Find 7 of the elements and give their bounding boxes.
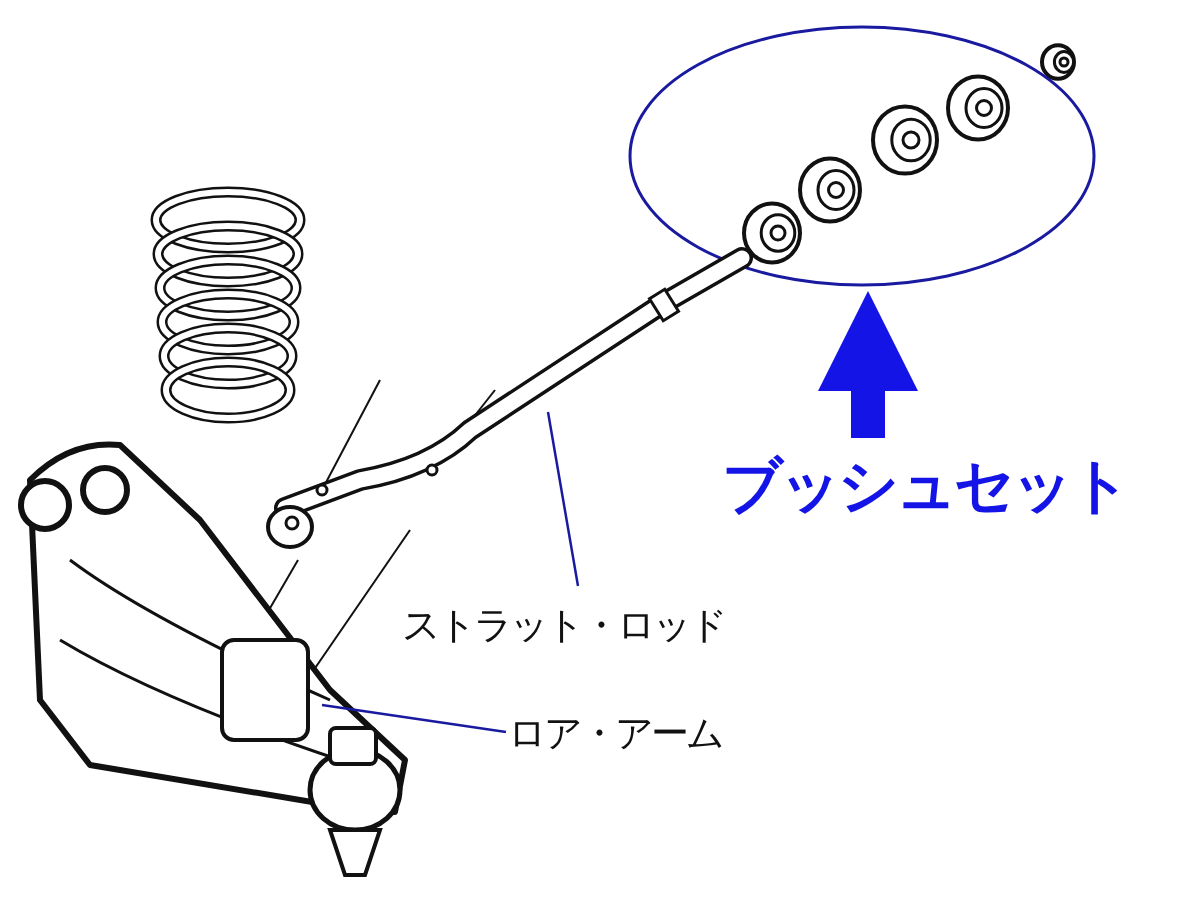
- highlight-ellipse: [628, 25, 1096, 287]
- part-label: ストラット・ロッド: [402, 592, 762, 658]
- block-arrow: [818, 291, 918, 438]
- part-label: ロア・アーム: [508, 700, 770, 766]
- callout-heading: ブッシュセット: [722, 440, 1182, 530]
- leader-line: [546, 411, 580, 587]
- leader-line: [321, 703, 507, 734]
